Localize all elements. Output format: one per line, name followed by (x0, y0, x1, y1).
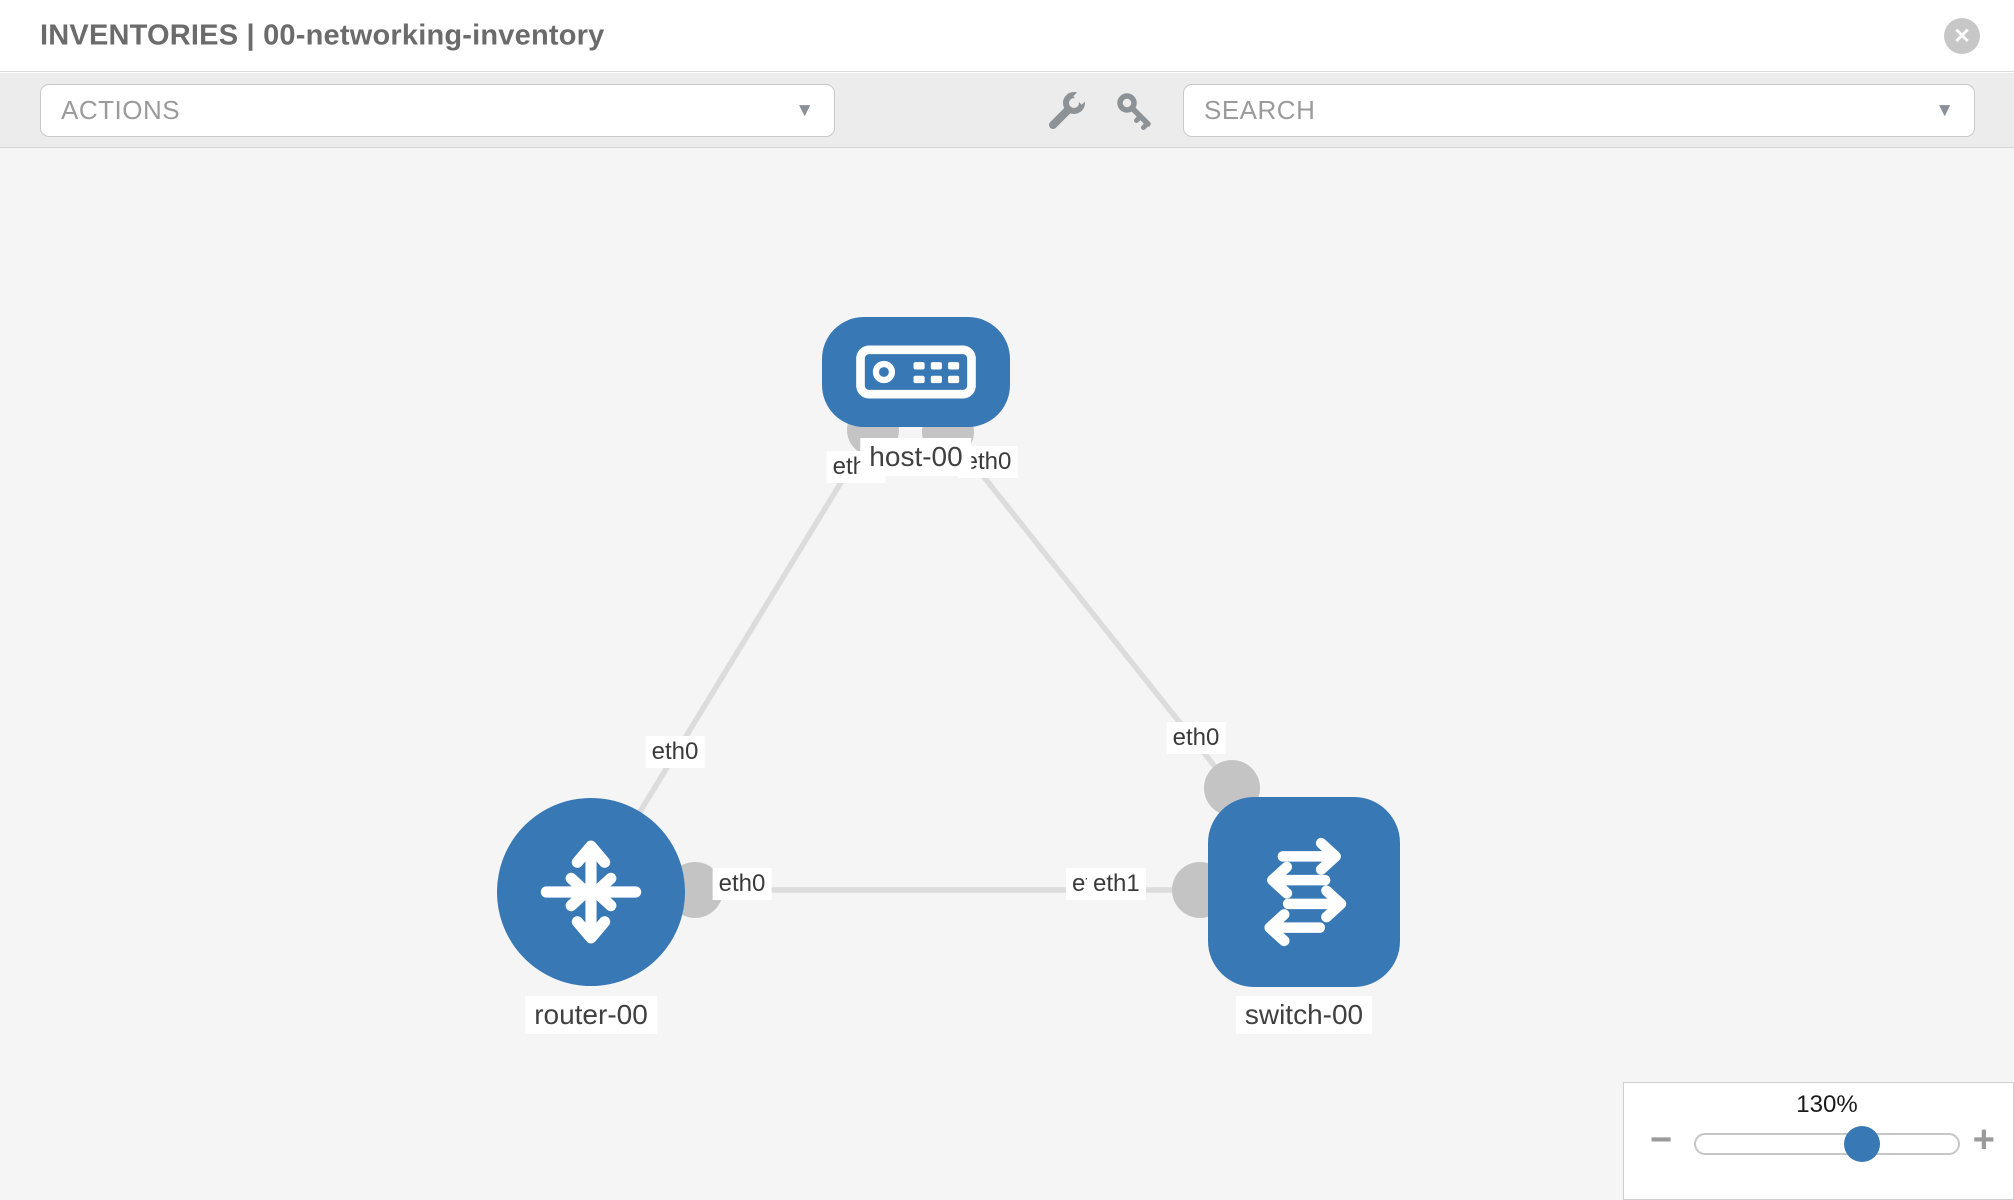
close-button[interactable]: ✕ (1944, 18, 1980, 54)
page-title: INVENTORIES | 00-networking-inventory (40, 19, 605, 51)
host-icon (856, 345, 976, 399)
interface-label: eth0 (645, 736, 705, 768)
zoom-out-button[interactable]: − (1650, 1119, 1673, 1161)
node-label-router-00: router-00 (525, 996, 657, 1034)
zoom-slider-thumb[interactable] (1844, 1126, 1881, 1162)
configure-button[interactable] (1046, 90, 1088, 132)
zoom-in-button[interactable]: + (1972, 1119, 1995, 1161)
interface-label: eth0 (712, 868, 772, 900)
topology-canvas[interactable]: eth0eth0eth0eth0eth0eth0eth1host-00route… (0, 148, 2014, 1200)
search-dropdown[interactable]: SEARCH ▼ (1183, 84, 1975, 137)
zoom-control-panel: 130% − + (1623, 1082, 2014, 1200)
credentials-button[interactable] (1114, 90, 1156, 132)
node-switch-00[interactable] (1208, 797, 1400, 987)
zoom-slider[interactable] (1694, 1126, 1960, 1162)
close-icon: ✕ (1953, 24, 1971, 48)
chevron-down-icon: ▼ (795, 99, 814, 121)
zoom-level-value: 130% (1796, 1091, 1858, 1118)
interface-label: eth1 (1087, 868, 1146, 900)
header: INVENTORIES | 00-networking-inventory ✕ (0, 0, 2014, 72)
toolbar: ACTIONS ▼ SEARCH ▼ (0, 73, 2014, 148)
switch-icon (1264, 837, 1347, 947)
router-icon (540, 840, 642, 944)
search-dropdown-label: SEARCH (1204, 95, 1316, 125)
node-label-switch-00: switch-00 (1235, 996, 1373, 1034)
node-label-host-00: host-00 (860, 438, 972, 476)
chevron-down-icon: ▼ (1935, 99, 1954, 121)
actions-dropdown[interactable]: ACTIONS ▼ (40, 84, 835, 137)
node-router-00[interactable] (497, 798, 685, 986)
node-host-00[interactable] (822, 317, 1010, 427)
actions-dropdown-label: ACTIONS (61, 95, 181, 125)
wrench-icon (1049, 91, 1087, 129)
interface-label: eth0 (1166, 722, 1226, 754)
key-icon (1117, 93, 1151, 130)
